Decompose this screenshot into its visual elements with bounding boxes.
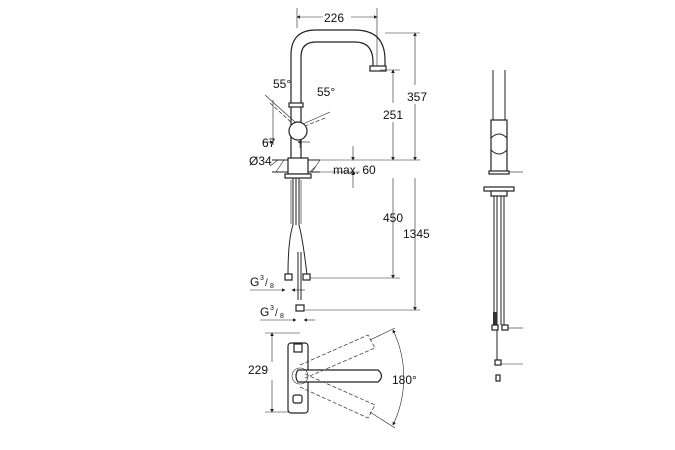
dim-251: 251 bbox=[383, 108, 403, 122]
connection-g38-2: G 3 / 8 bbox=[260, 305, 284, 320]
svg-text:3: 3 bbox=[260, 275, 264, 282]
svg-text:3: 3 bbox=[270, 305, 274, 312]
svg-text:8: 8 bbox=[270, 283, 274, 290]
dim-diameter-34: Ø34 bbox=[249, 154, 272, 168]
svg-text:G: G bbox=[250, 275, 259, 289]
side-view-faucet bbox=[483, 70, 523, 382]
dim-67: 67 bbox=[262, 136, 276, 150]
svg-text:/: / bbox=[265, 278, 268, 289]
top-view-faucet bbox=[265, 327, 405, 429]
front-view-faucet bbox=[264, 29, 387, 312]
svg-text:8: 8 bbox=[280, 313, 284, 320]
dim-357: 357 bbox=[407, 90, 427, 104]
dim-450: 450 bbox=[383, 211, 403, 225]
dim-229: 229 bbox=[248, 363, 268, 377]
angle-right-55: 55° bbox=[317, 85, 335, 99]
angle-left-55: 55° bbox=[273, 77, 291, 91]
swivel-angle-180: 180° bbox=[392, 373, 417, 387]
svg-text:/: / bbox=[275, 308, 278, 319]
dim-1345: 1345 bbox=[403, 227, 430, 241]
svg-text:G: G bbox=[260, 305, 269, 319]
dim-max-60: max. 60 bbox=[333, 163, 376, 177]
dimension-lines bbox=[250, 8, 420, 322]
dim-226: 226 bbox=[324, 11, 344, 25]
connection-g38-1: G 3 / 8 bbox=[250, 275, 274, 290]
